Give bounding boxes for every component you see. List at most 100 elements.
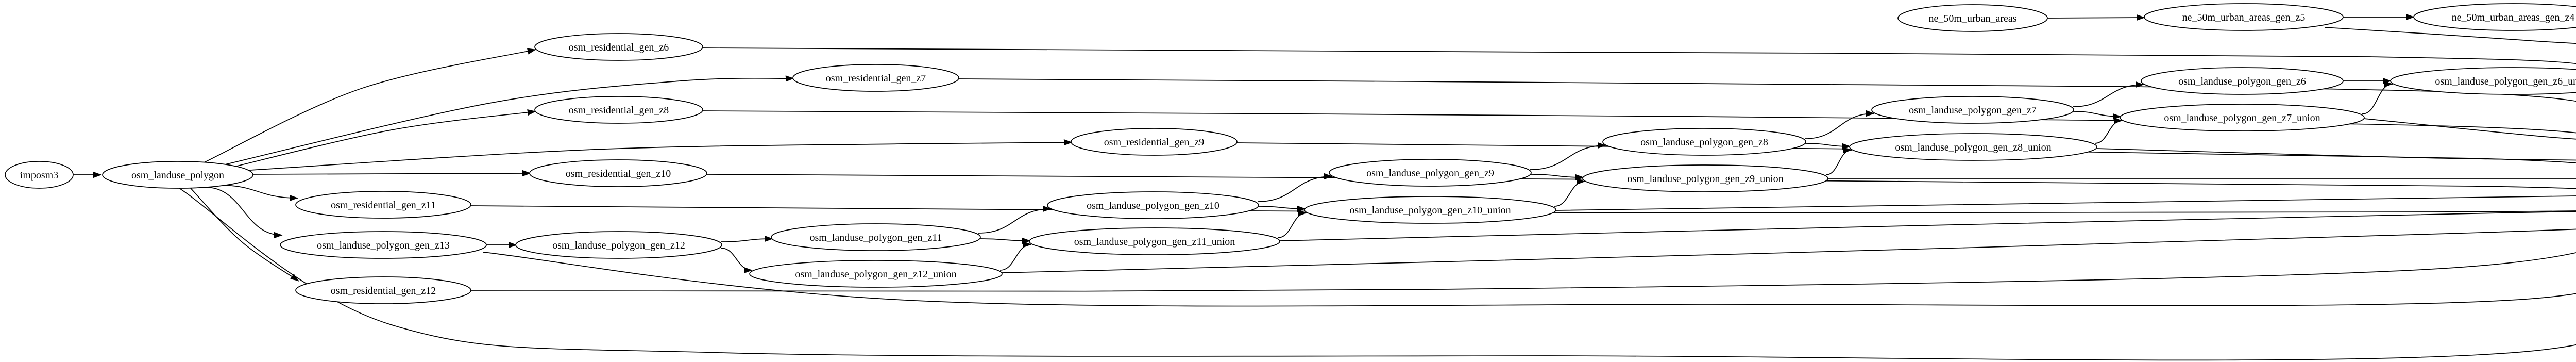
node-label-osm_residential_gen_z11: osm_residential_gen_z11 (331, 200, 436, 211)
edge-osm_residential_gen_z7-to-layer_landuse.z7 (958, 78, 2576, 102)
node-osm_landuse_polygon_gen_z12: osm_landuse_polygon_gen_z12 (515, 231, 722, 259)
node-osm_residential_gen_z10: osm_residential_gen_z10 (529, 159, 707, 187)
node-label-osm_landuse_polygon_gen_z11: osm_landuse_polygon_gen_z11 (809, 232, 942, 243)
node-shape-osm_landuse_polygon_gen_z10 (1047, 191, 1259, 219)
node-shape-ne_50m_urban_areas (1897, 4, 2048, 32)
edge-osm_landuse_polygon_gen_z10_union-to-osm_landuse_polygon_gen_z9_union (1554, 178, 1585, 207)
edge-osm_landuse_polygon-to-osm_residential_gen_z9 (242, 139, 1073, 171)
node-label-ne_50m_urban_areas: ne_50m_urban_areas (1928, 13, 2016, 24)
edge-osm_landuse_polygon-to-osm_residential_gen_z10 (252, 170, 531, 177)
node-ne_50m_urban_areas_gen_z5: ne_50m_urban_areas_gen_z5 (2144, 3, 2344, 31)
node-label-osm_landuse_polygon_gen_z6_union: osm_landuse_polygon_gen_z6_union (2435, 76, 2576, 87)
node-osm_landuse_polygon_gen_z13: osm_landuse_polygon_gen_z13 (280, 231, 487, 259)
edge-osm_residential_gen_z11-to-layer_landuse.z11 (470, 205, 2576, 213)
edge-osm_landuse_polygon_gen_z8-to-osm_landuse_polygon_gen_z7 (1804, 110, 1875, 139)
node-label-osm_residential_gen_z8: osm_residential_gen_z8 (569, 105, 669, 116)
node-label-osm_landuse_polygon_gen_z9_union: osm_landuse_polygon_gen_z9_union (1627, 173, 1783, 185)
edge-osm_landuse_polygon-to-osm_residential_gen_z11 (218, 185, 298, 202)
node-shape-osm_landuse_polygon_gen_z11_union (1029, 227, 1280, 255)
node-label-osm_landuse_polygon_gen_z12_union: osm_landuse_polygon_gen_z12_union (795, 269, 956, 280)
node-shape-osm_landuse_polygon_gen_z9_union (1582, 164, 1828, 192)
node-label-osm_landuse_polygon_gen_z8: osm_landuse_polygon_gen_z8 (1640, 137, 1768, 148)
node-label-osm_landuse_polygon_gen_z10_union: osm_landuse_polygon_gen_z10_union (1349, 205, 1511, 216)
node-label-osm_residential_gen_z6: osm_residential_gen_z6 (569, 42, 669, 53)
edge-osm_landuse_polygon_gen_z11-to-osm_landuse_polygon_gen_z11_union (979, 237, 1031, 244)
node-label-osm_landuse_polygon_gen_z11_union: osm_landuse_polygon_gen_z11_union (1074, 236, 1235, 248)
edge-osm_landuse_polygon_gen_z8_union-to-osm_landuse_polygon_gen_z7_union (2094, 117, 2123, 144)
node-shape-osm_landuse_polygon_gen_z12 (515, 231, 722, 259)
node-ne_50m_urban_areas_gen_z4: ne_50m_urban_areas_gen_z4 (2413, 3, 2576, 31)
node-shape-osm_residential_gen_z7 (792, 64, 959, 92)
edge-osm_landuse_polygon_gen_z7_union-to-layer_landuse.z7 (2364, 118, 2576, 140)
edge-osm_residential_gen_z12-to-layer_landuse.z12 (470, 252, 2576, 292)
node-shape-osm_landuse_polygon_gen_z13 (280, 231, 487, 259)
edge-osm_landuse_polygon_gen_z7_union-to-osm_landuse_polygon_gen_z6_union (2362, 80, 2393, 114)
edge-osm_landuse_polygon_gen_z10-to-osm_landuse_polygon_gen_z9 (1257, 173, 1333, 202)
node-osm_landuse_polygon_gen_z11: osm_landuse_polygon_gen_z11 (771, 223, 981, 251)
edge-osm_landuse_polygon-to-osm_residential_gen_z7 (218, 75, 794, 167)
edge-ne_50m_urban_areas_gen_z5-to-layer_landuse.z5 (2324, 27, 2576, 44)
edge-osm_landuse_polygon_gen_z11_union-to-osm_landuse_polygon_gen_z10_union (1277, 209, 1307, 238)
node-osm_residential_gen_z6: osm_residential_gen_z6 (534, 33, 703, 61)
node-osm_residential_gen_z12: osm_residential_gen_z12 (295, 276, 471, 304)
node-shape-osm_landuse_polygon_gen_z8_union (1849, 133, 2097, 161)
edge-osm_landuse_polygon_gen_z10-to-osm_landuse_polygon_gen_z10_union (1258, 205, 1306, 212)
node-osm_landuse_polygon_gen_z11_union: osm_landuse_polygon_gen_z11_union (1029, 227, 1280, 255)
edges-layer (73, 13, 2576, 361)
edge-osm_landuse_polygon_gen_z12_union-to-osm_landuse_polygon_gen_z11_union (999, 241, 1032, 271)
node-shape-osm_landuse_polygon_gen_z10_union (1304, 196, 1556, 224)
node-shape-osm_residential_gen_z12 (295, 276, 471, 304)
node-shape-osm_residential_gen_z9 (1071, 128, 1238, 156)
node-osm_residential_gen_z7: osm_residential_gen_z7 (792, 64, 959, 92)
node-osm_landuse_polygon_gen_z7_union: osm_landuse_polygon_gen_z7_union (2120, 104, 2365, 131)
node-ne_50m_urban_areas: ne_50m_urban_areas (1897, 4, 2048, 32)
node-osm_landuse_polygon_gen_z6_union: osm_landuse_polygon_gen_z6_union (2390, 67, 2576, 95)
node-shape-osm_residential_gen_z6 (534, 33, 703, 61)
node-label-osm_residential_gen_z7: osm_residential_gen_z7 (826, 73, 926, 84)
node-label-osm_landuse_polygon_gen_z8_union: osm_landuse_polygon_gen_z8_union (1895, 142, 2051, 153)
node-shape-osm_landuse_polygon_gen_z12_union (749, 260, 1003, 288)
edge-osm_landuse_polygon-to-osm_landuse_polygon_gen_z13 (205, 187, 283, 239)
node-osm_landuse_polygon_gen_z10_union: osm_landuse_polygon_gen_z10_union (1304, 196, 1556, 224)
edge-osm_landuse_polygon_gen_z9-to-osm_landuse_polygon_gen_z8 (1530, 142, 1606, 170)
node-label-osm_landuse_polygon_gen_z6: osm_landuse_polygon_gen_z6 (2178, 76, 2306, 87)
node-shape-osm_residential_gen_z11 (295, 191, 471, 219)
node-osm_landuse_polygon_gen_z6: osm_landuse_polygon_gen_z6 (2141, 67, 2344, 95)
edge-osm_landuse_polygon_gen_z13-to-layer_landuse.z13 (483, 252, 2576, 307)
node-label-ne_50m_urban_areas_gen_z5: ne_50m_urban_areas_gen_z5 (2182, 12, 2306, 23)
node-osm_landuse_polygon_gen_z10: osm_landuse_polygon_gen_z10 (1047, 191, 1259, 219)
node-osm_landuse_polygon_gen_z9: osm_landuse_polygon_gen_z9 (1329, 159, 1532, 187)
node-shape-osm_landuse_polygon_gen_z11 (771, 223, 981, 251)
edge-osm_landuse_polygon-to-osm_residential_gen_z12 (190, 188, 299, 282)
node-label-osm_residential_gen_z9: osm_residential_gen_z9 (1104, 137, 1204, 148)
node-label-osm_residential_gen_z12: osm_residential_gen_z12 (331, 285, 436, 297)
edge-osm_landuse_polygon_gen_z10_union-to-layer_landuse.z10 (1555, 195, 2576, 211)
node-label-osm_landuse_polygon_gen_z12: osm_landuse_polygon_gen_z12 (552, 240, 685, 251)
node-shape-osm_landuse_polygon_gen_z9 (1329, 159, 1532, 187)
node-osm_landuse_polygon_gen_z7: osm_landuse_polygon_gen_z7 (1871, 96, 2074, 124)
edge-osm_landuse_polygon_gen_z8-to-osm_landuse_polygon_gen_z8_union (1805, 143, 1851, 150)
node-shape-osm_landuse_polygon_gen_z6_union (2390, 67, 2576, 95)
node-osm_residential_gen_z8: osm_residential_gen_z8 (534, 96, 703, 124)
edge-osm_landuse_polygon-to-osm_residential_gen_z8 (228, 109, 536, 169)
edge-osm_landuse_polygon_gen_z9-to-osm_landuse_polygon_gen_z9_union (1530, 174, 1584, 181)
edge-osm_landuse_polygon_gen_z11_union-to-layer_landuse.z11 (1279, 211, 2576, 241)
edge-osm_landuse_polygon_gen_z9_union-to-osm_landuse_polygon_gen_z8_union (1825, 146, 1852, 175)
node-label-osm_landuse_polygon_gen_z7: osm_landuse_polygon_gen_z7 (1909, 105, 2037, 116)
edge-osm_landuse_polygon-to-osm_residential_gen_z6 (201, 48, 536, 164)
node-shape-osm_landuse_polygon_gen_z8 (1602, 128, 1806, 156)
node-shape-osm_residential_gen_z10 (529, 159, 707, 187)
edge-osm_landuse_polygon-to-layer_landuse.z14+ (179, 188, 2576, 361)
edge-osm_residential_gen_z10-to-layer_landuse.z10 (706, 174, 2576, 189)
node-shape-osm_landuse_polygon_gen_z6 (2141, 67, 2344, 95)
node-label-imposm3: imposm3 (20, 170, 58, 181)
nodes-layer: imposm3 osm_landuse_polygon osm_residentia… (5, 3, 2576, 304)
node-osm_landuse_polygon_gen_z9_union: osm_landuse_polygon_gen_z9_union (1582, 164, 1828, 192)
node-label-osm_residential_gen_z10: osm_residential_gen_z10 (566, 168, 671, 179)
node-shape-osm_landuse_polygon (102, 161, 253, 189)
node-label-osm_landuse_polygon: osm_landuse_polygon (131, 170, 224, 181)
node-imposm3: imposm3 (5, 161, 74, 189)
node-osm_landuse_polygon_gen_z8_union: osm_landuse_polygon_gen_z8_union (1849, 133, 2097, 161)
